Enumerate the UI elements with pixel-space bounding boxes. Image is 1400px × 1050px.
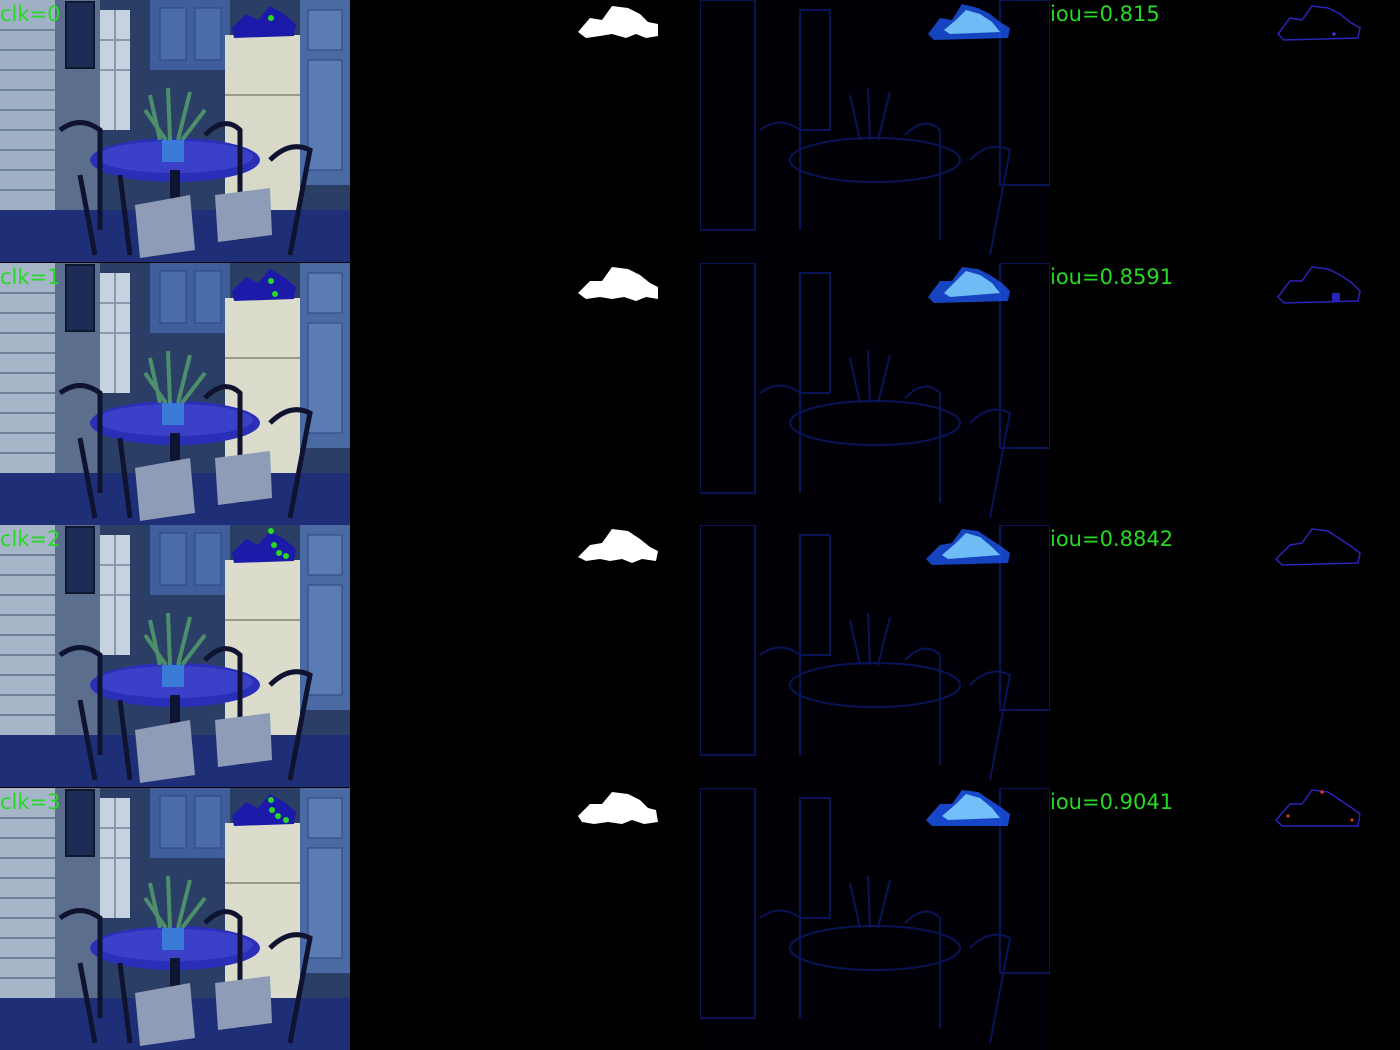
error-outline-map [1274,528,1361,566]
probability-map [700,525,1050,787]
predicted-mask-panel [350,788,700,1050]
click-count-label: clk=0 [0,2,61,26]
probability-map [700,788,1050,1050]
predicted-mask [578,267,658,301]
result-row-2: clk=2 [0,525,1400,787]
click-count-label: clk=2 [0,527,61,551]
probability-map-panel [700,0,1050,262]
probability-map [700,263,1050,525]
error-outline-map [1277,5,1361,41]
predicted-mask-panel [350,0,700,262]
iou-error-panel: iou=0.815 [1050,0,1400,262]
input-photo-panel: clk=0 [0,0,350,262]
predicted-mask [578,792,658,824]
iou-error-panel: iou=0.9041 [1050,788,1400,1050]
error-outline-map [1277,266,1361,304]
iou-error-panel: iou=0.8591 [1050,263,1400,525]
click-count-label: clk=3 [0,790,61,814]
click-count-label: clk=1 [0,265,61,289]
iou-error-panel: iou=0.8842 [1050,525,1400,787]
predicted-mask [578,529,658,563]
kitchen-photo [0,0,350,262]
probability-map-panel [700,263,1050,525]
input-photo-panel: clk=2 [0,525,350,787]
iou-score-label: iou=0.8591 [1050,265,1174,289]
error-outline-map [1274,789,1361,827]
result-row-1: clk=1 [0,263,1400,525]
probability-map-panel [700,788,1050,1050]
iou-score-label: iou=0.815 [1050,2,1160,26]
probability-map [700,0,1050,262]
predicted-mask-panel [350,525,700,787]
predicted-mask [578,6,658,38]
predicted-mask-panel [350,263,700,525]
result-row-0: clk=0 [0,0,1400,262]
kitchen-photo [0,788,350,1050]
kitchen-photo [0,525,350,787]
input-photo-panel: clk=3 [0,788,350,1050]
probability-map-panel [700,525,1050,787]
input-photo-panel: clk=1 [0,263,350,525]
iou-score-label: iou=0.8842 [1050,527,1174,551]
result-row-3: clk=3 [0,788,1400,1050]
iou-score-label: iou=0.9041 [1050,790,1174,814]
kitchen-photo [0,263,350,525]
